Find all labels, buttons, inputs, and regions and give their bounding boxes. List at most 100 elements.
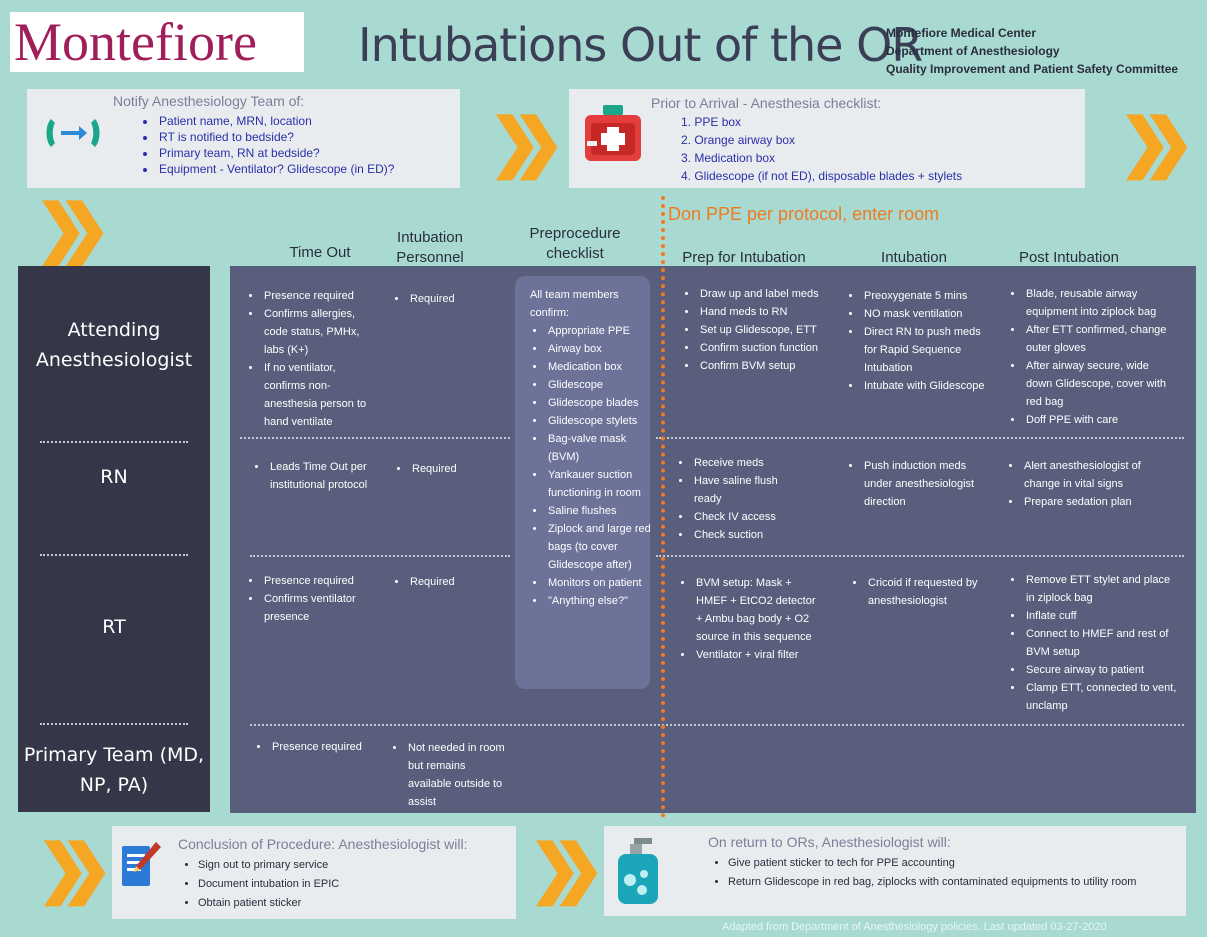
- chevron-right-icon: ❯❯: [34, 192, 111, 264]
- attending-post: Blade, reusable airway equipment into zi…: [1008, 285, 1168, 429]
- list-item: Confirm BVM setup: [698, 357, 832, 375]
- list-item: Set up Glidescope, ETT: [698, 321, 832, 339]
- col-head-time-out: Time Out: [289, 244, 351, 261]
- list-item: "Anything else?": [546, 592, 652, 610]
- conclusion-list: Sign out to primary service Document int…: [182, 856, 518, 913]
- list-item: Doff PPE with care: [1024, 411, 1168, 429]
- list-item: Receive meds: [692, 454, 796, 472]
- rn-post: Alert anesthesiologist of change in vita…: [1006, 457, 1168, 511]
- col-head-intubation: Intubation: [881, 249, 947, 266]
- list-item: 4. Glidescope (if not ED), disposable bl…: [681, 169, 963, 183]
- list-item: Hand meds to RN: [698, 303, 832, 321]
- role-divider: [40, 441, 188, 443]
- list-item: 2. Orange airway box: [681, 133, 796, 147]
- preprocedure-checklist: [515, 276, 650, 689]
- list-item: Presence required: [270, 738, 384, 756]
- col-head-prep: Prep for Intubation: [682, 249, 806, 266]
- role-divider: [40, 554, 188, 556]
- return-list: Give patient sticker to tech for PPE acc…: [712, 854, 1198, 892]
- list-item: Presence required: [262, 572, 376, 590]
- list-item: Glidescope stylets: [546, 412, 652, 430]
- list-item: Required: [408, 573, 502, 591]
- list-item: Presence required: [262, 287, 376, 305]
- document-pen-icon: [122, 842, 161, 886]
- conclusion-title: Conclusion of Procedure: Anesthesiologis…: [178, 836, 468, 852]
- rt-time-out: Presence required Confirms ventilator pr…: [246, 572, 376, 626]
- hand-sanitizer-icon: [618, 838, 658, 904]
- attending-prep: Draw up and label meds Hand meds to RN S…: [682, 285, 832, 375]
- don-ppe-label: Don PPE per protocol, enter room: [668, 204, 940, 224]
- role-rn: RN: [100, 466, 128, 488]
- list-item: Push induction meds under anesthesiologi…: [862, 457, 986, 511]
- list-item: Medication box: [546, 358, 652, 376]
- notify-panel: Notify Anesthesiology Team of: Patient n…: [27, 89, 460, 188]
- rn-time-out: Leads Time Out per institutional protoco…: [252, 458, 378, 494]
- list-item: Direct RN to push meds for Rapid Sequenc…: [862, 323, 986, 377]
- prior-title: Prior to Arrival - Anesthesia checklist:: [651, 95, 882, 111]
- attending-time-out: Presence required Confirms allergies, co…: [246, 287, 376, 431]
- org-info: Montefiore Medical Center Department of …: [886, 24, 1178, 78]
- row-divider: [656, 437, 1184, 439]
- rn-personnel: Required: [394, 460, 504, 478]
- list-item: Intubate with Glidescope: [862, 377, 986, 395]
- list-item: After ETT confirmed, change outer gloves: [1024, 321, 1168, 357]
- page-title: Intubations Out of the OR: [358, 18, 923, 72]
- list-item: BVM setup: Mask + HMEF + EtCO2 detector …: [694, 574, 824, 646]
- list-item: Clamp ETT, connected to vent, unclamp: [1024, 679, 1178, 715]
- list-item: Required: [410, 460, 504, 478]
- list-item: 3. Medication box: [681, 151, 776, 165]
- checklist-content: All team members confirm: Appropriate PP…: [530, 286, 652, 610]
- list-item: Confirms ventilator presence: [262, 590, 376, 626]
- list-item: After airway secure, wide down Glidescop…: [1024, 357, 1168, 411]
- list-item: Ziplock and large red bags (to cover Gli…: [546, 520, 652, 574]
- list-item: Preoxygenate 5 mins: [862, 287, 986, 305]
- list-item: Patient name, MRN, location: [157, 113, 477, 129]
- row-divider: [250, 555, 510, 557]
- attending-personnel: Required: [392, 290, 502, 308]
- chevron-right-icon: ❯❯: [36, 832, 113, 904]
- list-item: Equipment - Ventilator? Glidescope (in E…: [157, 161, 477, 177]
- org-line: Quality Improvement and Patient Safety C…: [886, 62, 1179, 76]
- list-item: Primary team, RN at bedside?: [157, 145, 477, 161]
- list-item: Cricoid if requested by anesthesiologist: [866, 574, 990, 610]
- row-divider: [656, 555, 1184, 557]
- col-head-preprocedure: Preprocedure checklist: [529, 225, 621, 262]
- chevron-right-icon: ❯❯: [488, 106, 565, 178]
- logo-box: [10, 12, 304, 72]
- role-attending: Attending Anesthesiologist: [35, 319, 193, 371]
- montefiore-logo: Montefiore: [14, 12, 257, 72]
- first-aid-kit-icon: [585, 105, 641, 161]
- list-item: Alert anesthesiologist of change in vita…: [1022, 457, 1168, 493]
- list-item: Leads Time Out per institutional protoco…: [268, 458, 378, 494]
- list-item: Obtain patient sticker: [198, 894, 518, 913]
- org-line: Montefiore Medical Center: [886, 26, 1037, 40]
- list-item: Glidescope blades: [546, 394, 652, 412]
- list-item: Sign out to primary service: [198, 856, 518, 875]
- list-item: Check suction: [692, 526, 796, 544]
- list-item: Saline flushes: [546, 502, 652, 520]
- list-item: Remove ETT stylet and place in ziplock b…: [1024, 571, 1178, 607]
- rn-prep: Receive meds Have saline flush ready Che…: [676, 454, 796, 544]
- role-rt: RT: [102, 616, 126, 638]
- rn-intubation: Push induction meds under anesthesiologi…: [846, 457, 986, 511]
- conclusion-panel: Conclusion of Procedure: Anesthesiologis…: [112, 826, 516, 919]
- primary-personnel: Not needed in room but remains available…: [390, 739, 510, 811]
- list-item: If no ventilator, confirms non-anesthesi…: [262, 359, 376, 431]
- list-item: Inflate cuff: [1024, 607, 1178, 625]
- rt-personnel: Required: [392, 573, 502, 591]
- list-item: Confirm suction function: [698, 339, 832, 357]
- role-primary: Primary Team (MD, NP, PA): [23, 744, 205, 796]
- protocol-grid: [230, 266, 1196, 813]
- list-item: Glidescope: [546, 376, 652, 394]
- checklist-intro: All team members confirm:: [530, 289, 619, 319]
- list-item: Confirms allergies, code status, PMHx, l…: [262, 305, 376, 359]
- prior-panel: Prior to Arrival - Anesthesia checklist:…: [569, 89, 1085, 188]
- return-title: On return to ORs, Anesthesiologist will:: [708, 834, 951, 850]
- list-item: Yankauer suction functioning in room: [546, 466, 652, 502]
- role-divider: [40, 723, 188, 725]
- list-item: Required: [408, 290, 502, 308]
- list-item: RT is notified to bedside?: [157, 129, 477, 145]
- col-head-post: Post Intubation: [1018, 249, 1120, 266]
- col-head-personnel: Intubation Personnel: [396, 229, 464, 266]
- return-panel: On return to ORs, Anesthesiologist will:…: [604, 826, 1186, 916]
